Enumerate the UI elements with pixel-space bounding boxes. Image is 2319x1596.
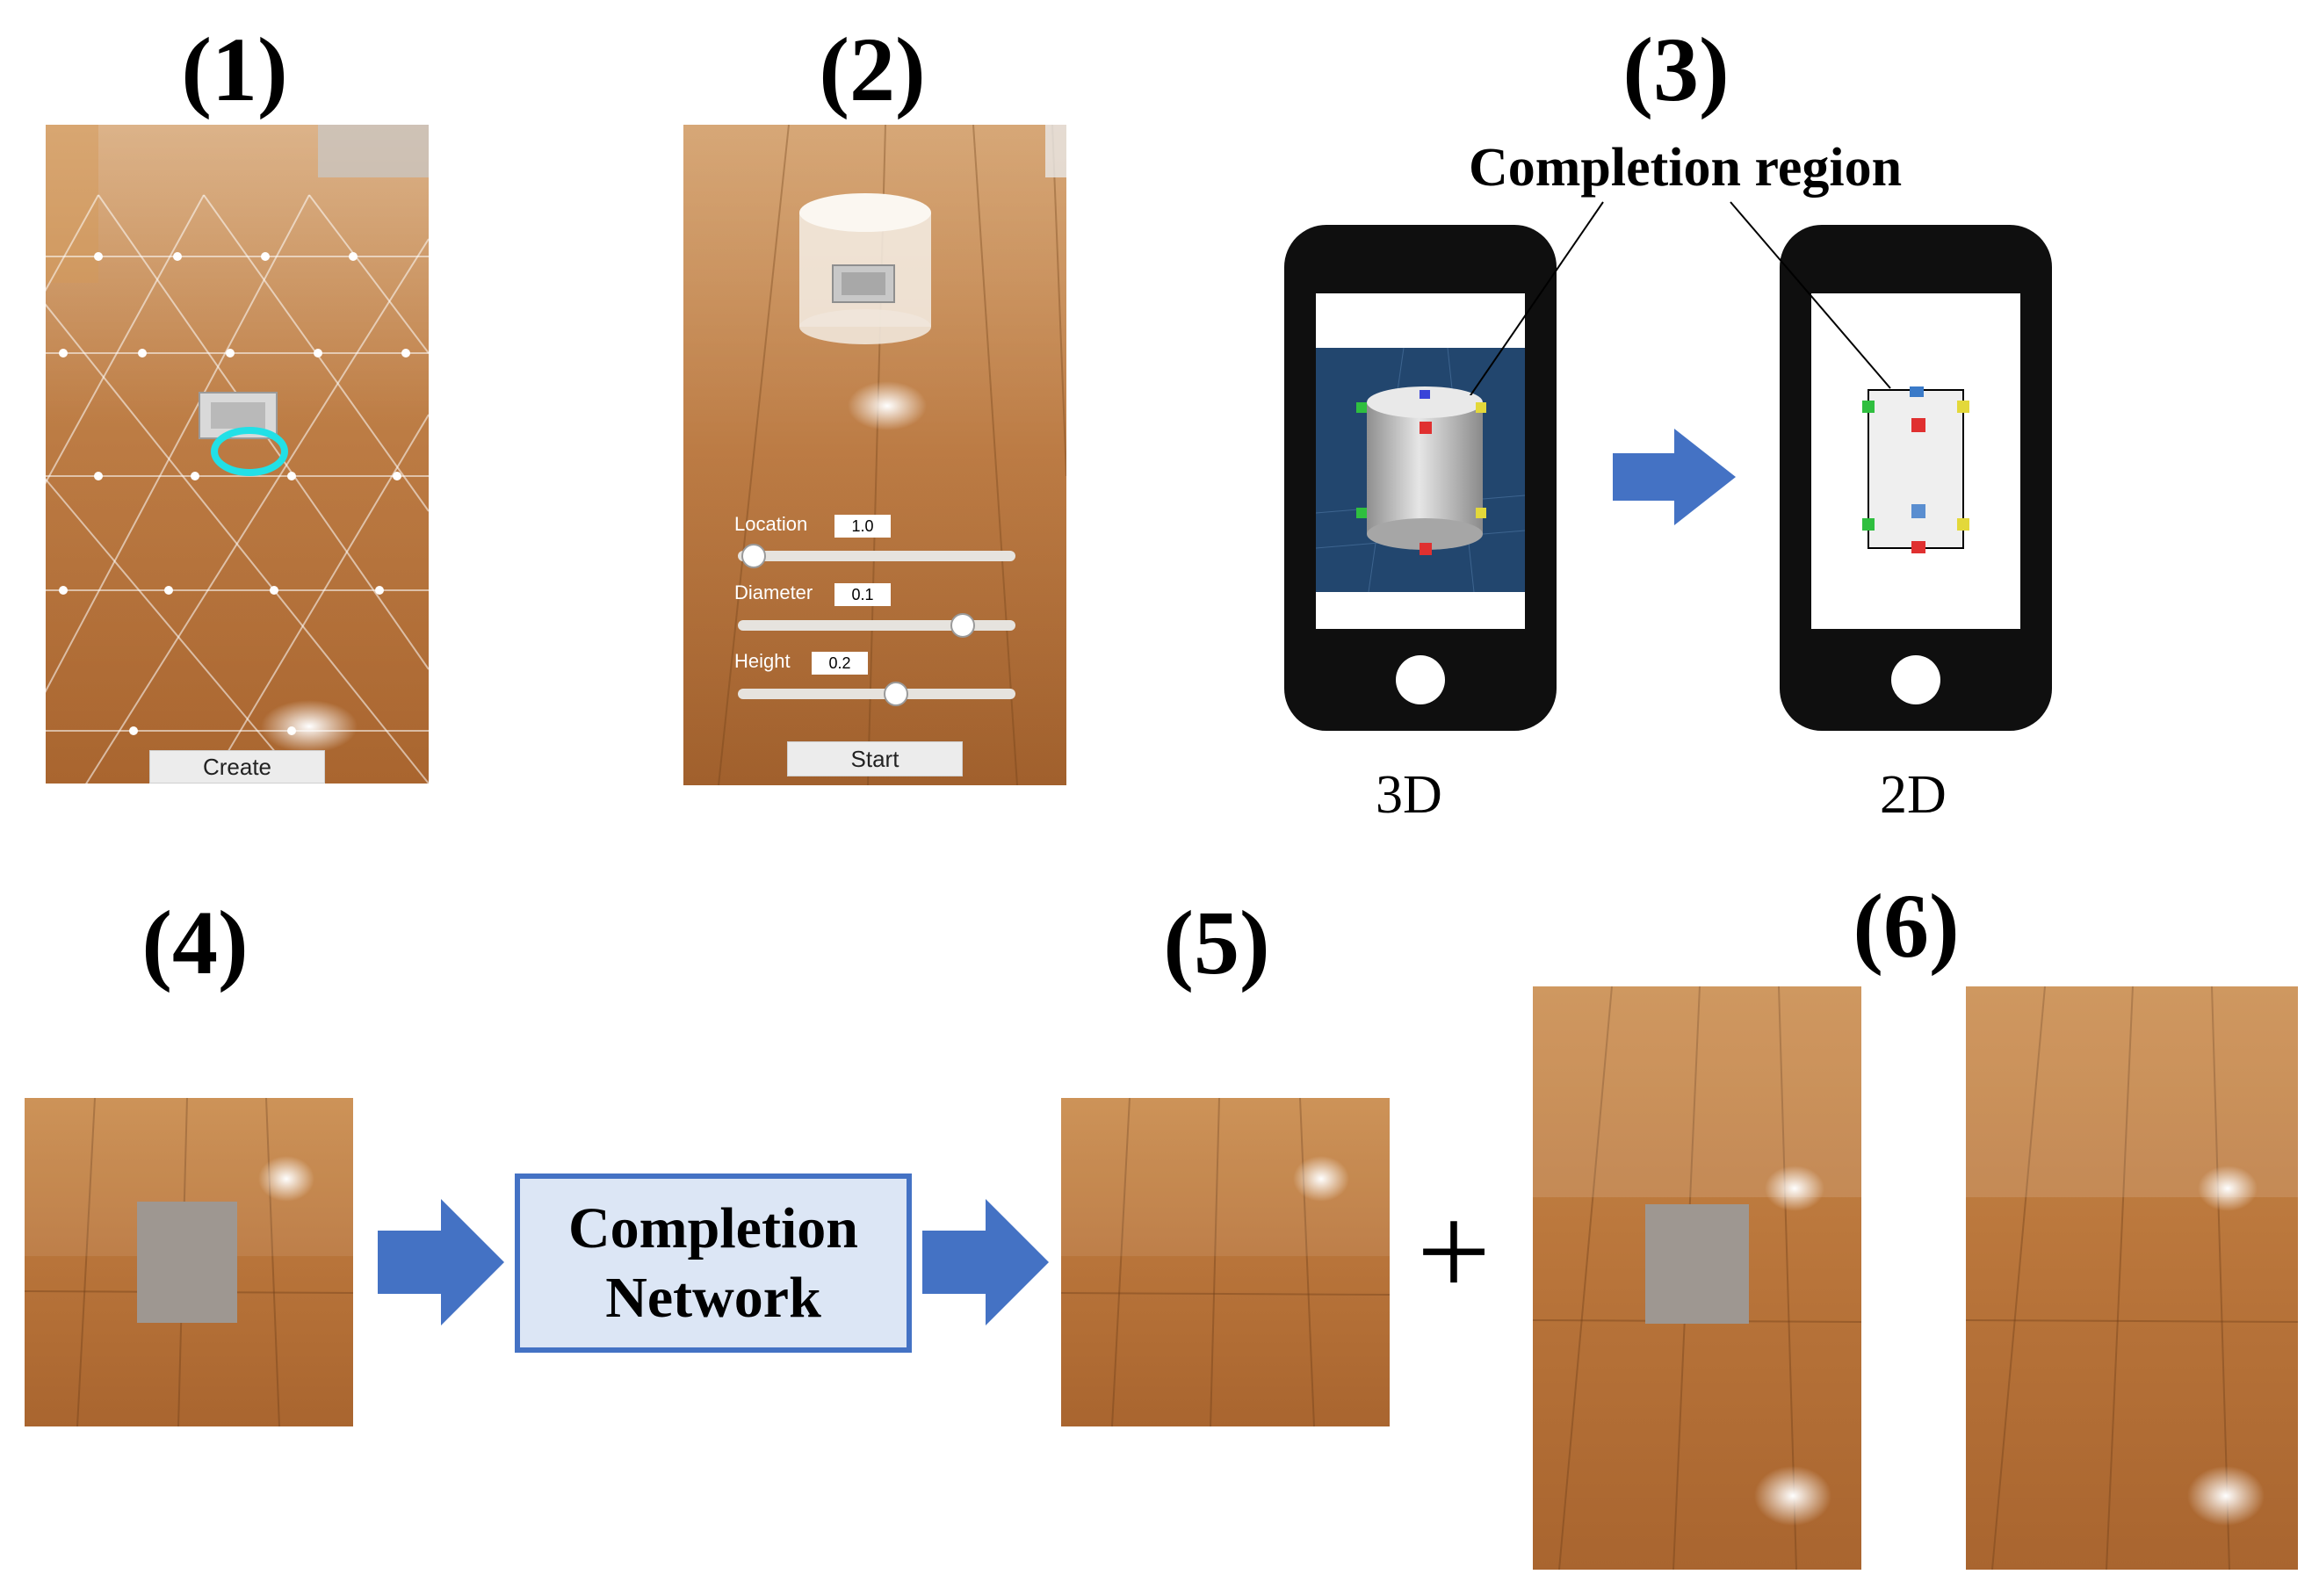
network-line-2: Network: [605, 1266, 821, 1330]
completed-region-image: [1061, 1098, 1390, 1426]
plus-sign: +: [1416, 1179, 1492, 1325]
network-line-1: Completion: [568, 1195, 858, 1260]
step-label-3: (3): [1622, 19, 1730, 120]
slider-height-thumb[interactable]: [884, 682, 908, 706]
slider-diameter-track[interactable]: [738, 620, 1015, 631]
arrow-3d-to-2d-icon: [1613, 429, 1736, 525]
create-button[interactable]: Create: [149, 750, 325, 784]
completion-region-leaders: [1469, 201, 1891, 395]
slider-height-label: Height: [734, 650, 791, 672]
step-label-1: (1): [181, 19, 288, 120]
slider-diameter-value[interactable]: 0.1: [834, 583, 891, 606]
phone-3d-screen: [1316, 293, 1525, 629]
masked-frame-texture: [1533, 986, 1861, 1570]
result-frame-texture: [1966, 986, 2298, 1570]
screen-plane-detection: Create: [46, 125, 429, 784]
phone-2d-screen: [1811, 293, 2020, 629]
slider-diameter-label: Diameter: [734, 581, 813, 603]
scene-3d: [1316, 347, 1525, 593]
step-label-4: (4): [141, 892, 249, 993]
masked-input-image: [25, 1098, 353, 1426]
phone-2d-home-button: [1891, 655, 1940, 704]
masked-region: [137, 1202, 237, 1323]
floor-scene: [683, 125, 1066, 785]
slider-location-track[interactable]: [738, 551, 1015, 561]
step-label-5: (5): [1163, 892, 1270, 993]
slider-location-thumb[interactable]: [741, 544, 766, 568]
label-3d: 3D: [1376, 765, 1442, 825]
arrow-to-output-icon: [922, 1199, 1049, 1325]
phone-3d-home-button: [1396, 655, 1445, 704]
step-label-6: (6): [1853, 876, 1960, 977]
arrow-to-network-icon: [378, 1199, 504, 1325]
screen-object-settings: Location 1.0 Diameter 0.1 Height 0.2 Sta…: [683, 125, 1066, 785]
label-2d: 2D: [1880, 765, 1947, 825]
phone-3d: [1284, 225, 1557, 731]
masked-region-frame: [1645, 1204, 1749, 1324]
step-label-2: (2): [819, 19, 926, 120]
plane-grid: [46, 125, 429, 784]
slider-location-label: Location: [734, 513, 808, 535]
start-button[interactable]: Start: [787, 741, 963, 776]
slider-diameter-thumb[interactable]: [950, 613, 975, 638]
slider-height-value[interactable]: 0.2: [812, 652, 868, 675]
slider-location-value[interactable]: 1.0: [834, 515, 891, 538]
slider-height-track[interactable]: [738, 689, 1015, 699]
completion-region-title: Completion region: [1469, 138, 1903, 198]
result-frame-image: [1966, 986, 2298, 1570]
completed-floor-texture: [1061, 1098, 1390, 1426]
masked-frame-image: [1533, 986, 1861, 1570]
phone-2d: [1780, 225, 2052, 731]
completion-mask-2d: [1862, 386, 1969, 553]
completion-network-box: Completion Network: [515, 1174, 912, 1353]
